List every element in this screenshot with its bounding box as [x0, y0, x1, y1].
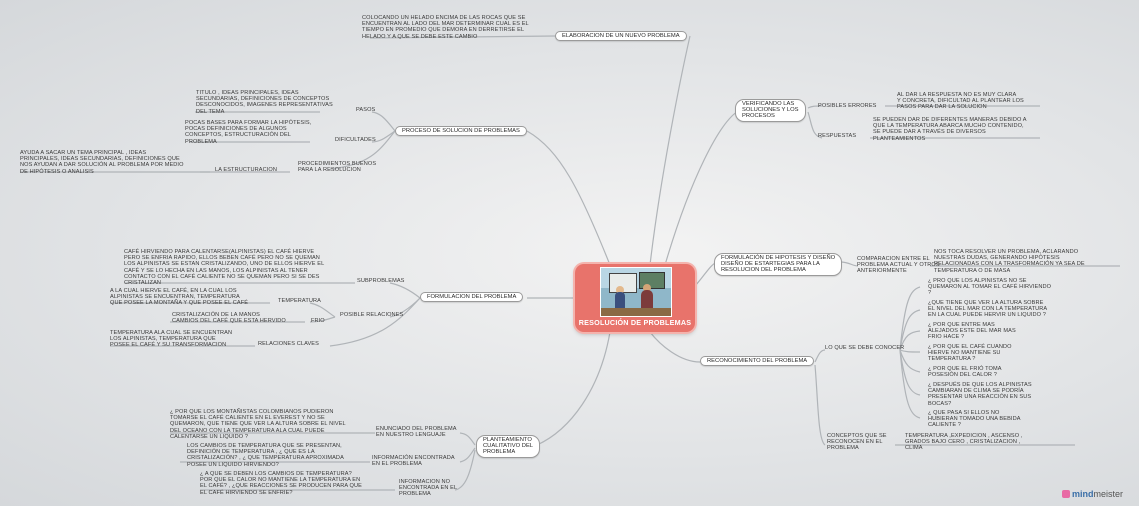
person-illustration [641, 290, 653, 312]
frio-detail: CRISTALIZACIÓN DE LA MANOS CAMBIOS DEL C… [172, 312, 286, 325]
question-item: ¿ QUE PASA SI ELLOS NO HUBIERAN TOMADO U… [928, 410, 1021, 429]
topic-verificando[interactable]: VERIFICANDO LAS SOLUCIONES Y LOS PROCESO… [735, 99, 806, 122]
question-item: ¿ DESPUÉS DE QUE LOS ALPINISTAS CAMBIARA… [928, 382, 1032, 407]
temperatura-detail: A LA CUAL HIERVE EL CAFÉ, EN LA CUAL LOS… [110, 288, 249, 307]
question-item: ¿ POR QUE EL CAFÉ CUANDO HIERVE NO MANTI… [928, 344, 1012, 363]
subtopic-respuestas[interactable]: RESPUESTAS [818, 133, 857, 139]
respuestas-detail: SE PUEDEN DAR DE DIFERENTES MANERAS DEBI… [873, 117, 1027, 142]
encontrada-detail: LOS CAMBIOS DE TEMPERATURA QUE SE PRESEN… [187, 443, 344, 468]
subtopic-posibles-errores[interactable]: POSIBLES ERRORES [818, 103, 877, 109]
estructuracion-detail: AYUDA A SACAR UN TEMA PRINCIPAL , IDEAS … [20, 150, 184, 175]
subtopic-informacion-encontrada[interactable]: INFORMACIÓN ENCONTRADA EN EL PROBLEMA [372, 455, 455, 468]
subtopic-informacion-no-encontrada[interactable]: INFORMACION NO ENCONTRADA EN EL PROBLEMA [399, 479, 458, 498]
question-item: ¿QUE TIENE QUE VER LA ALTURA SOBRE EL NI… [928, 300, 1048, 319]
topic-elaboracion[interactable]: ELABORACION DE UN NUEVO PROBLEMA [555, 31, 687, 42]
dificultades-detail: POCAS BASES PARA FORMAR LA HIPÓTESIS, PO… [185, 120, 312, 145]
topic-planteamiento[interactable]: PLANTEAMIENTO CUALITATIVO DEL PROBLEMA [476, 435, 541, 458]
errores-detail: AL DAR LA RESPUESTA NO ES MUY CLARA Y CO… [897, 92, 1024, 111]
conceptos-detail: TEMPERATURA ,EXPEDICION , ASCENSO , GRAD… [905, 433, 1023, 452]
subtopic-enunciado[interactable]: ENUNCIADO DEL PROBLEMA EN NUESTRO LENGUA… [376, 426, 457, 439]
question-item: ¿ POR QUE EL FRIÓ TOMA POSESIÓN DEL CALO… [928, 366, 1002, 379]
elaboracion-detail: COLOCANDO UN HELADO ENCIMA DE LAS ROCAS … [362, 15, 529, 40]
claves-detail: TEMPERATURA ALA CUAL SE ENCUENTRAN LOS A… [110, 330, 233, 349]
subtopic-frio[interactable]: FRIO [311, 318, 325, 324]
no-encontrada-detail: ¿ A QUE SE DEBEN LOS CAMBIOS DE TEMPERAT… [200, 471, 362, 496]
central-topic-image [600, 267, 672, 317]
subtopic-dificultades[interactable]: DIFICULTADES [335, 137, 376, 143]
mindmeister-logo[interactable]: mindmeister [1062, 489, 1123, 499]
subtopic-lo-que-se-debe-conocer[interactable]: LO QUE SE DEBE CONOCER [825, 345, 905, 351]
central-topic[interactable]: RESOLUCIÓN DE PROBLEMAS [575, 264, 695, 332]
subtopic-posibles-relaciones[interactable]: POSIBLE RELACIONES [340, 312, 404, 318]
subtopic-procedimientos[interactable]: PROCEDIMIENTOS BUENOS PARA LA RESOLUCION [298, 161, 377, 174]
person-illustration [615, 292, 625, 312]
question-item: ¿ POR QUE ENTRE MAS ALEJADOS ESTE DEL MA… [928, 322, 1016, 341]
enunciado-detail: ¿ POR QUE LOS MONTAÑISTAS COLOMBIANOS PU… [170, 409, 346, 440]
subtopic-relaciones-claves[interactable]: RELACIONES CLAVES [258, 341, 319, 347]
subtopic-pasos[interactable]: PASOS [356, 107, 376, 113]
subtopic-estructuracion[interactable]: LA ESTRUCTURACION [215, 167, 277, 173]
subtopic-temperatura[interactable]: TEMPERATURA [278, 298, 321, 304]
mindmeister-icon [1062, 490, 1070, 498]
topic-reconocimiento[interactable]: RECONOCIMIENTO DEL PROBLEMA [700, 356, 815, 367]
subproblemas-detail: CAFÉ HIRVIENDO PARA CALENTARSE(ALPINISTA… [124, 249, 325, 287]
topic-proceso-solucion[interactable]: PROCESO DE SOLUCION DE PROBLEMAS [395, 126, 527, 137]
central-topic-title: RESOLUCIÓN DE PROBLEMAS [578, 318, 692, 327]
comparacion-detail: NOS TOCA RESOLVER UN PROBLEMA, ACLARANDO… [934, 249, 1085, 274]
subtopic-comparacion[interactable]: COMPARACION ENTRE EL PROBLEMA ACTUAL Y O… [857, 256, 940, 275]
topic-formulacion-problema[interactable]: FORMULACION DEL PROBLEMA [420, 292, 524, 303]
question-item: ¿ PRO QUE LOS ALPINISTAS NO SE QUEMARON … [928, 278, 1052, 297]
subtopic-conceptos[interactable]: CONCEPTOS QUE SE RECONOCEN EN EL PROBLEM… [827, 433, 887, 452]
pasos-detail: TITULO , IDEAS PRINCIPALES, IDEAS SECUND… [196, 90, 333, 115]
subtopic-subproblemas[interactable]: SUBPROBLEMAS [357, 278, 405, 284]
topic-formulacion-hipotesis[interactable]: FORMULACIÓN DE HIPOTESIS Y DISEÑO DISEÑO… [714, 253, 843, 276]
